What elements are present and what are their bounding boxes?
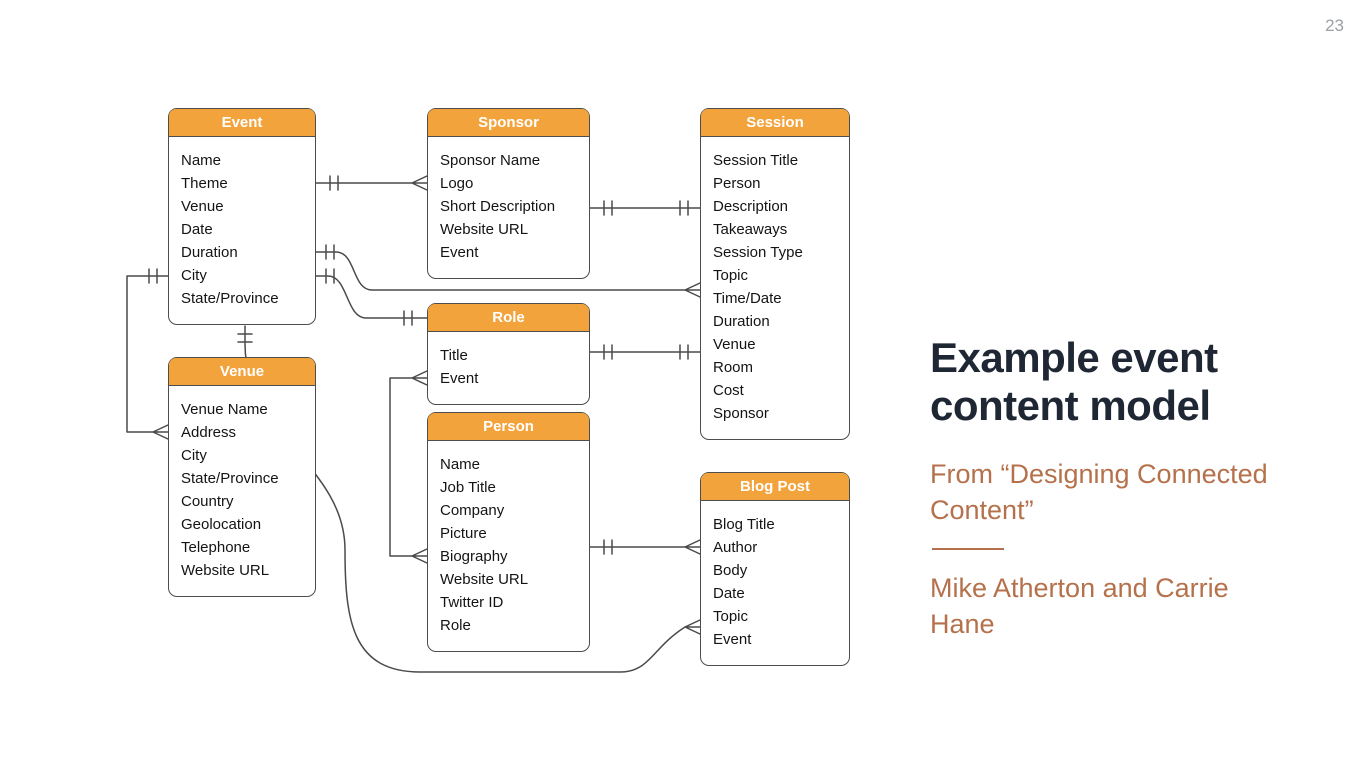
- entity-blog-post-title: Blog Post: [701, 473, 849, 501]
- connector-event-sponsor: [315, 175, 428, 191]
- entity-person-title: Person: [428, 413, 589, 441]
- entity-field: Event: [440, 244, 479, 261]
- entity-field: Blog Title: [713, 516, 775, 533]
- connector-event-blogpost: [237, 325, 701, 673]
- entity-field: Session Title: [713, 152, 799, 169]
- entity-field: Event: [713, 631, 752, 648]
- entity-field: Duration: [713, 313, 770, 330]
- entity-role-title: Role: [428, 304, 589, 332]
- entity-field: Event: [440, 370, 479, 387]
- entity-field: Telephone: [181, 539, 251, 556]
- entity-event-title: Event: [169, 109, 315, 137]
- entity-field: Job Title: [440, 479, 496, 496]
- entity-field: Sponsor: [713, 405, 769, 422]
- entity-field: Venue Name: [181, 401, 268, 418]
- connector-event-venue: [126, 268, 169, 440]
- entity-field: Author: [713, 539, 758, 556]
- page-number: 23: [1325, 16, 1344, 35]
- entity-field: Topic: [713, 267, 749, 284]
- entity-sponsor-title: Sponsor: [428, 109, 589, 137]
- entity-session-title: Session: [701, 109, 849, 137]
- entity-field: Website URL: [440, 571, 529, 588]
- authors: Mike Atherton and Carrie Hane: [930, 573, 1229, 639]
- entity-field: Website URL: [181, 562, 270, 579]
- entity-field: Date: [713, 585, 745, 602]
- entity-field: Description: [713, 198, 789, 215]
- entity-field: Picture: [440, 525, 487, 542]
- entity-field: Venue: [713, 336, 756, 353]
- entity-field: Takeaways: [713, 221, 788, 238]
- connector-role-session: [589, 344, 701, 360]
- entity-field: Date: [181, 221, 213, 238]
- connector-sponsor-session: [589, 200, 701, 216]
- entity-field: Body: [713, 562, 748, 579]
- entity-field: City: [181, 447, 207, 464]
- divider: [932, 548, 1004, 550]
- entity-field: Name: [181, 152, 222, 169]
- source-reference: From “Designing Connected Content”: [930, 459, 1268, 525]
- entity-field: Website URL: [440, 221, 529, 238]
- connector-event-role: [315, 268, 428, 326]
- entity-field: Topic: [713, 608, 749, 625]
- entity-field: Duration: [181, 244, 238, 261]
- connector-person-blogpost: [589, 539, 701, 555]
- entity-field: Name: [440, 456, 481, 473]
- entity-field: Role: [440, 617, 471, 634]
- entity-field: Country: [181, 493, 234, 510]
- entity-field: State/Province: [181, 290, 279, 307]
- entity-field: State/Province: [181, 470, 279, 487]
- entity-venue-title: Venue: [169, 358, 315, 386]
- connector-event-session: [315, 244, 701, 298]
- entity-field: Biography: [440, 548, 508, 565]
- entity-field: Title: [440, 347, 468, 364]
- connector-role-person: [389, 370, 428, 564]
- entity-field: Session Type: [713, 244, 803, 261]
- entity-field: Company: [440, 502, 505, 519]
- entity-field: Geolocation: [181, 516, 262, 533]
- entity-field: City: [181, 267, 207, 284]
- entity-field: Cost: [713, 382, 744, 399]
- entity-field: Sponsor Name: [440, 152, 541, 169]
- entity-field: Room: [713, 359, 754, 376]
- entity-field: Twitter ID: [440, 594, 504, 611]
- entity-field: Logo: [440, 175, 474, 192]
- right-panel: Example event content model From “Design…: [930, 334, 1278, 642]
- entity-field: Person: [713, 175, 761, 192]
- entity-field: Time/Date: [713, 290, 782, 307]
- entity-field: Theme: [181, 175, 228, 192]
- slide-title: Example event content model: [930, 334, 1218, 429]
- entity-field: Short Description: [440, 198, 556, 215]
- entity-field: Venue: [181, 198, 224, 215]
- entity-field: Address: [181, 424, 237, 441]
